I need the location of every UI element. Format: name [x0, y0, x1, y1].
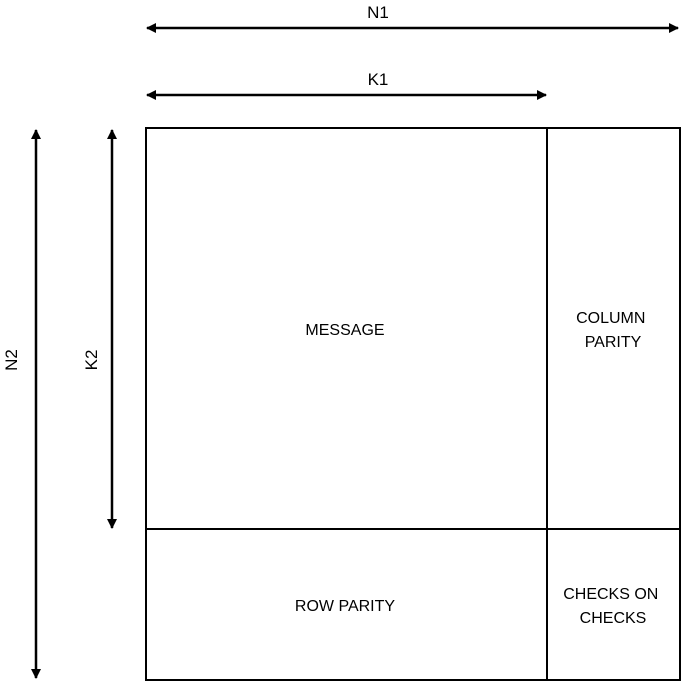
matrix-outline [145, 127, 681, 681]
code-matrix: MESSAGE COLUMN PARITY ROW PARITY CHECKS … [145, 127, 681, 681]
k2-dimension: K2 [82, 129, 117, 529]
column-parity-line-2: PARITY [585, 334, 642, 351]
checks-on-checks-line-2: CHECKS [580, 610, 647, 627]
k1-label: K1 [368, 70, 389, 89]
checks-on-checks-block-label: CHECKS ON CHECKS [563, 586, 663, 627]
k1-dimension: K1 [146, 70, 547, 100]
n2-label: N2 [2, 349, 21, 371]
n2-dimension: N2 [2, 129, 41, 679]
row-parity-block-label: ROW PARITY [295, 598, 395, 615]
column-parity-line-1: COLUMN [576, 310, 645, 327]
message-block-label: MESSAGE [305, 322, 384, 339]
checks-on-checks-line-1: CHECKS ON [563, 586, 658, 603]
column-parity-block-label: COLUMN PARITY [576, 310, 650, 351]
k2-label: K2 [82, 350, 101, 371]
n1-label: N1 [367, 3, 389, 22]
n1-dimension: N1 [146, 3, 679, 33]
